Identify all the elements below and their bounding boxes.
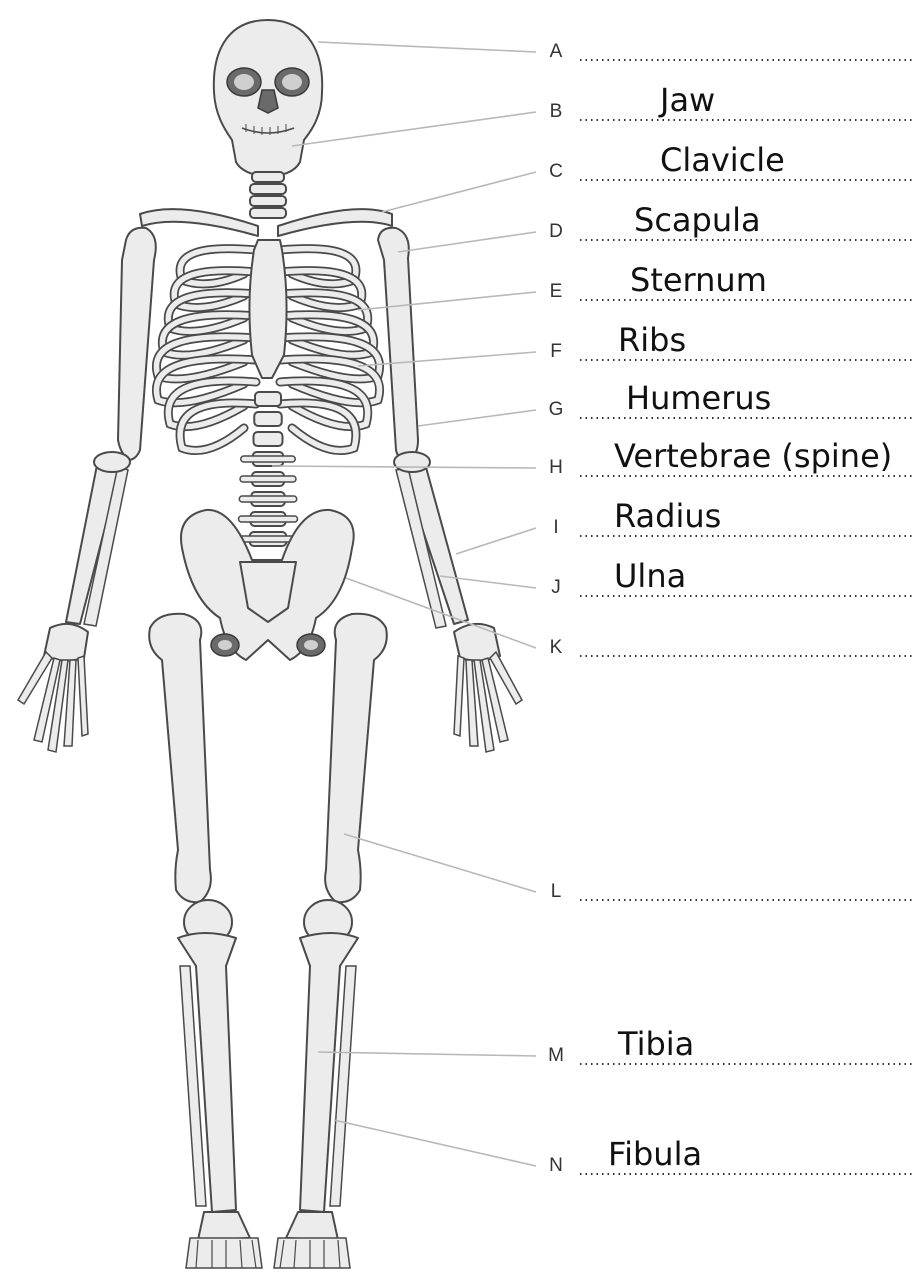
leader-line bbox=[344, 834, 536, 892]
foot-left bbox=[186, 1212, 262, 1268]
label-answer: Jaw bbox=[660, 82, 715, 118]
skeleton-illustration bbox=[18, 20, 522, 1268]
femur-left bbox=[149, 614, 211, 902]
label-letter: C bbox=[546, 162, 566, 182]
clavicle-left bbox=[140, 209, 258, 236]
leader-line bbox=[382, 172, 536, 212]
label-answer: Vertebrae (spine) bbox=[614, 438, 892, 474]
leader-line bbox=[358, 352, 536, 366]
sternum bbox=[249, 240, 286, 378]
label-answer: Ulna bbox=[614, 558, 686, 594]
vertebra bbox=[255, 392, 281, 406]
femur-right bbox=[325, 614, 387, 902]
label-letter: E bbox=[546, 282, 566, 302]
label-answer: Clavicle bbox=[660, 142, 785, 178]
lumbar-spine bbox=[238, 392, 299, 546]
label-answer: Fibula bbox=[608, 1136, 702, 1172]
cervical-vertebrae bbox=[250, 172, 286, 218]
label-answer: Scapula bbox=[634, 202, 761, 238]
leader-line bbox=[292, 112, 536, 146]
label-letter: F bbox=[546, 342, 566, 362]
label-letter: M bbox=[546, 1046, 566, 1066]
label-letter: L bbox=[546, 882, 566, 902]
label-letter: J bbox=[546, 578, 566, 598]
clavicle-right bbox=[278, 209, 392, 236]
label-letter: D bbox=[546, 222, 566, 242]
label-letter: H bbox=[546, 458, 566, 478]
skull bbox=[214, 20, 322, 176]
label-letter: B bbox=[546, 102, 566, 122]
hand-right bbox=[454, 624, 522, 752]
leader-line bbox=[318, 42, 536, 52]
leader-line bbox=[456, 528, 536, 554]
label-answer: Radius bbox=[614, 498, 721, 534]
label-letter: N bbox=[546, 1156, 566, 1176]
label-answer: Sternum bbox=[630, 262, 767, 298]
label-letter: A bbox=[546, 42, 566, 62]
humerus-right bbox=[378, 228, 418, 460]
leader-line bbox=[358, 292, 536, 310]
label-answer: Humerus bbox=[626, 380, 771, 416]
leader-line bbox=[334, 1120, 536, 1166]
hand-left bbox=[18, 624, 88, 752]
leader-line bbox=[272, 466, 536, 468]
foot-right bbox=[274, 1212, 350, 1268]
label-answer: Tibia bbox=[618, 1026, 694, 1062]
vertebra bbox=[254, 412, 282, 426]
label-letter: G bbox=[546, 400, 566, 420]
leader-line bbox=[398, 232, 536, 252]
label-answer: Ribs bbox=[618, 322, 686, 358]
label-letter: I bbox=[546, 518, 566, 538]
humerus-left bbox=[118, 228, 156, 460]
leader-line bbox=[418, 410, 536, 426]
label-letter: K bbox=[546, 638, 566, 658]
vertebra bbox=[254, 432, 283, 446]
